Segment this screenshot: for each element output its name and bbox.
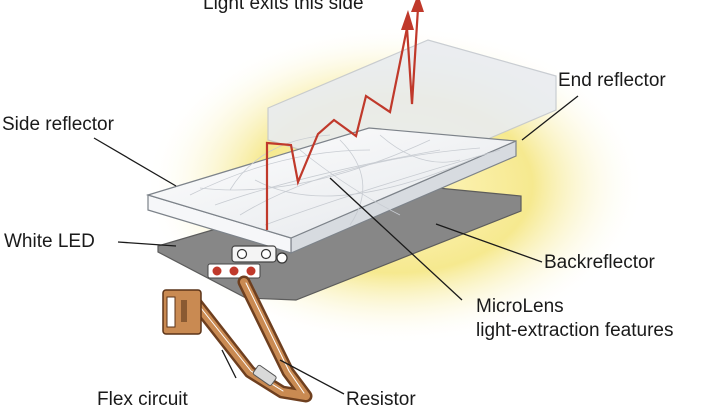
label-white-led: White LED	[4, 231, 95, 252]
ray-arrowhead-left	[401, 10, 414, 30]
led-pads	[207, 263, 261, 279]
label-flex-circuit: Flex circuit	[97, 389, 188, 405]
resistor-component	[252, 364, 277, 386]
label-microlens-line2: light-extraction features	[476, 320, 674, 341]
ray-arrowhead-right	[411, 0, 424, 12]
label-end-reflector: End reflector	[558, 70, 666, 91]
leader-lines	[93, 95, 579, 395]
label-backreflector: Backreflector	[544, 252, 655, 273]
flex-connector	[162, 289, 202, 335]
white-led	[231, 245, 288, 264]
label-microlens-line1: MicroLens	[476, 296, 564, 317]
label-light-exits: Light exits this side	[203, 0, 364, 14]
light-guide-top	[145, 127, 517, 239]
label-side-reflector: Side reflector	[2, 114, 114, 135]
label-resistor: Resistor	[346, 389, 416, 405]
microlens-features	[189, 134, 501, 226]
light-ray	[265, 27, 409, 230]
exit-ray	[405, 7, 420, 105]
